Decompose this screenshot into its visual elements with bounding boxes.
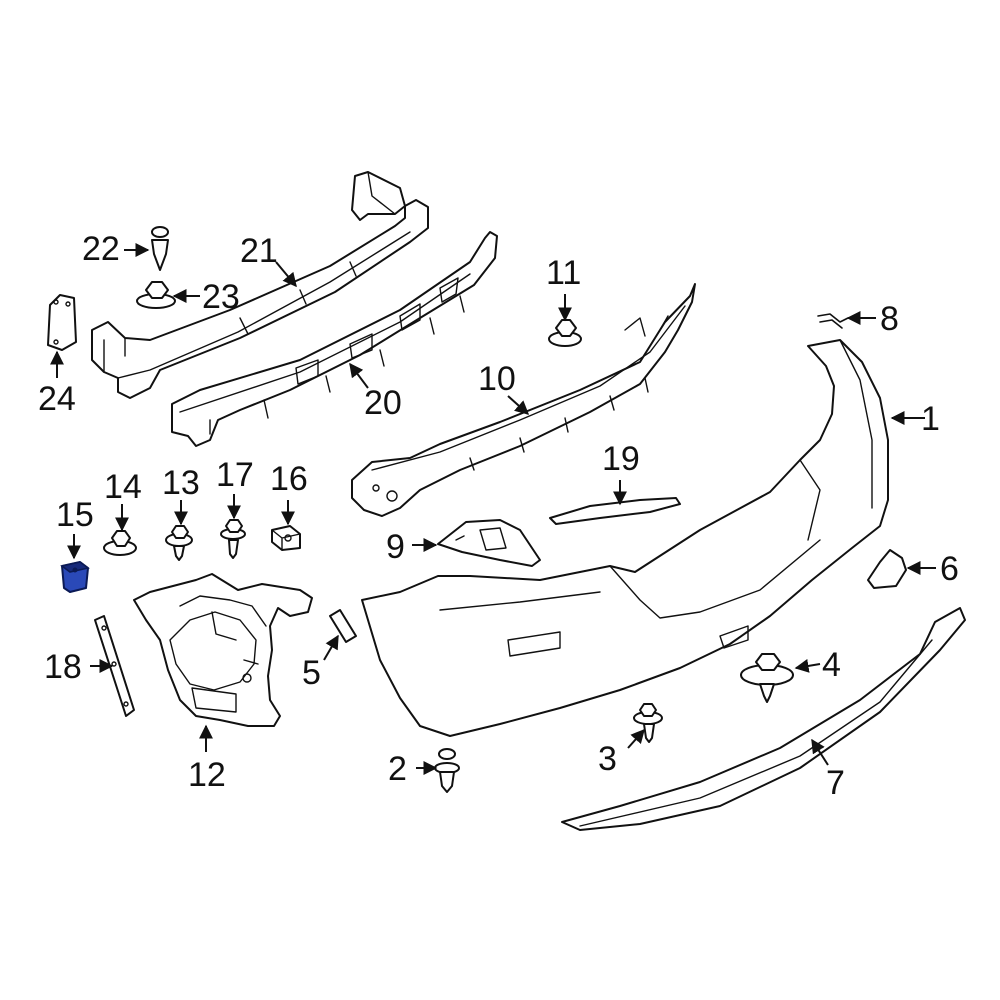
part-16-clip-nut[interactable]: [271, 525, 301, 551]
part-20-energy-absorber[interactable]: [171, 231, 498, 447]
part-7-lower-spoiler[interactable]: [561, 607, 966, 831]
callout-18: 18: [44, 648, 82, 686]
part-9-reflector[interactable]: [437, 519, 541, 567]
part-4-screw[interactable]: [740, 653, 794, 703]
callout-17: 17: [216, 456, 254, 494]
callout-14: 14: [104, 468, 142, 506]
part-11-nut[interactable]: [548, 319, 582, 347]
part-3-screw[interactable]: [633, 703, 663, 743]
callout-15: 15: [56, 496, 94, 534]
part-2-push-pin[interactable]: [434, 748, 460, 793]
part-8-clip[interactable]: [817, 313, 849, 329]
callout-9: 9: [386, 528, 405, 566]
callout-21: 21: [240, 232, 278, 270]
leader-lines: [50, 243, 936, 775]
callout-8: 8: [880, 300, 899, 338]
part-12-side-bracket[interactable]: [133, 573, 313, 727]
callout-20: 20: [364, 384, 402, 422]
part-6-side-bracket-clip[interactable]: [867, 549, 907, 589]
part-23-nut[interactable]: [136, 281, 176, 309]
part-17-screw[interactable]: [220, 519, 246, 559]
callout-7: 7: [826, 764, 845, 802]
part-24-cover-plate[interactable]: [47, 294, 77, 351]
part-1-bumper-cover[interactable]: [361, 339, 889, 737]
part-5-pad[interactable]: [329, 609, 357, 643]
part-14-nut[interactable]: [103, 530, 137, 556]
callout-1: 1: [921, 400, 940, 438]
callout-13: 13: [162, 464, 200, 502]
callout-3: 3: [598, 740, 617, 778]
part-19-trim-strip[interactable]: [549, 497, 681, 525]
callout-labels: 1 2 3 4 5 6 7 8 9 10 11 12 13 14 15 16 1…: [38, 230, 959, 802]
callout-6: 6: [940, 550, 959, 588]
part-18-retainer-strip[interactable]: [94, 615, 135, 717]
part-22-push-pin[interactable]: [151, 226, 169, 271]
callout-16: 16: [270, 460, 308, 498]
callout-10: 10: [478, 360, 516, 398]
callout-2: 2: [388, 750, 407, 788]
part-15-clip[interactable]: [60, 561, 90, 593]
callout-22: 22: [82, 230, 120, 268]
part-13-screw[interactable]: [165, 525, 193, 561]
callout-19: 19: [602, 440, 640, 478]
callout-4: 4: [822, 646, 841, 684]
callout-24: 24: [38, 380, 76, 418]
part-21-reinforcement-bar[interactable]: [91, 171, 429, 399]
part-10-bumper-carrier[interactable]: [351, 283, 696, 517]
callout-11: 11: [546, 254, 581, 292]
callout-12: 12: [188, 756, 226, 794]
callout-23: 23: [202, 278, 240, 316]
callout-5: 5: [302, 654, 321, 692]
